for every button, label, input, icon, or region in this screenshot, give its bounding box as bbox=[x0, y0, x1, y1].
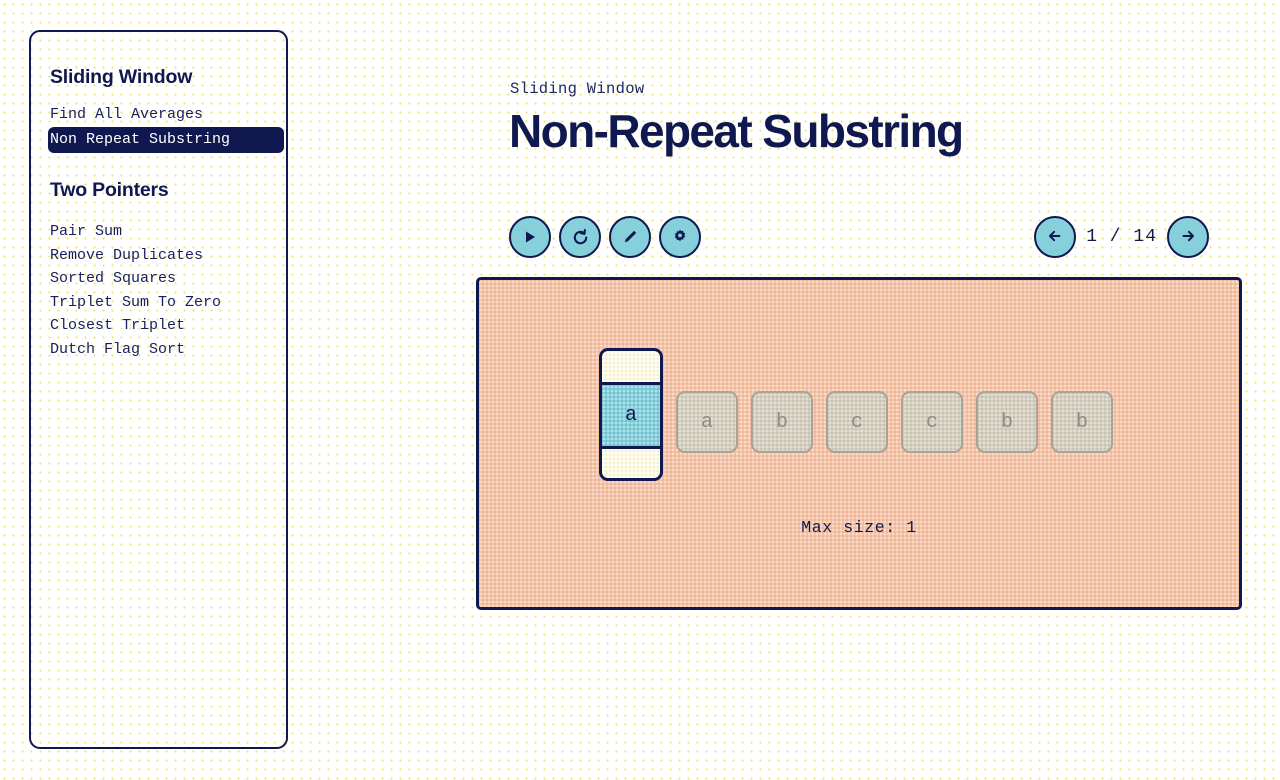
main-header: Sliding Window Non-Repeat Substring bbox=[509, 80, 1249, 158]
visualization-panel: a a b c c b b Max size: 1 bbox=[476, 277, 1242, 610]
sidebar-item-non-repeat-substring[interactable]: Non Repeat Substring bbox=[48, 126, 284, 153]
window-cell-active: a bbox=[602, 382, 660, 449]
sidebar-content: Sliding Window Find All Averages Non Rep… bbox=[31, 32, 286, 361]
gear-icon bbox=[672, 229, 688, 245]
sidebar-group-two-pointers: Two Pointers Pair Sum Remove Duplicates … bbox=[49, 179, 268, 361]
page-title: Non-Repeat Substring bbox=[509, 105, 964, 157]
string-cell-1: a bbox=[676, 391, 738, 453]
string-cell-4: c bbox=[901, 391, 963, 453]
sidebar-item-find-all-averages[interactable]: Find All Averages bbox=[50, 106, 204, 123]
arrow-left-icon bbox=[1046, 227, 1064, 248]
reset-icon bbox=[571, 228, 590, 247]
pencil-icon bbox=[621, 228, 639, 246]
string-cell-5: b bbox=[976, 391, 1038, 453]
reset-button[interactable] bbox=[559, 216, 601, 258]
play-icon bbox=[522, 229, 538, 245]
string-cell-3: c bbox=[826, 391, 888, 453]
edit-button[interactable] bbox=[609, 216, 651, 258]
sidebar-item-triplet-sum-to-zero[interactable]: Triplet Sum To Zero bbox=[50, 293, 222, 311]
arrow-right-icon bbox=[1179, 227, 1197, 248]
string-cell-6: b bbox=[1051, 391, 1113, 453]
sidebar-item-pair-sum[interactable]: Pair Sum bbox=[50, 223, 123, 240]
sidebar-item-closest-triplet[interactable]: Closest Triplet bbox=[50, 317, 186, 334]
status-text: Max size: 1 bbox=[801, 518, 917, 537]
next-step-button[interactable] bbox=[1167, 216, 1209, 258]
toolbar-row: 1 / 14 bbox=[509, 216, 1209, 260]
breadcrumb: Sliding Window bbox=[510, 80, 645, 98]
pagination: 1 / 14 bbox=[1034, 216, 1209, 258]
sidebar-item-dutch-flag-sort[interactable]: Dutch Flag Sort bbox=[50, 340, 186, 358]
sliding-window-frame: a bbox=[599, 348, 663, 481]
string-cell-2: b bbox=[751, 391, 813, 453]
previous-step-button[interactable] bbox=[1034, 216, 1077, 258]
pagination-label: 1 / 14 bbox=[1086, 227, 1157, 247]
sidebar-group-sliding-window: Sliding Window Find All Averages Non Rep… bbox=[48, 66, 284, 153]
sidebar-heading-sliding-window: Sliding Window bbox=[50, 66, 193, 88]
sidebar-heading-two-pointers: Two Pointers bbox=[50, 179, 169, 201]
sidebar-item-remove-duplicates[interactable]: Remove Duplicates bbox=[50, 246, 204, 264]
play-button[interactable] bbox=[509, 216, 551, 258]
settings-button[interactable] bbox=[659, 216, 701, 258]
sidebar: Sliding Window Find All Averages Non Rep… bbox=[29, 30, 288, 749]
sidebar-item-sorted-squares[interactable]: Sorted Squares bbox=[50, 270, 177, 287]
